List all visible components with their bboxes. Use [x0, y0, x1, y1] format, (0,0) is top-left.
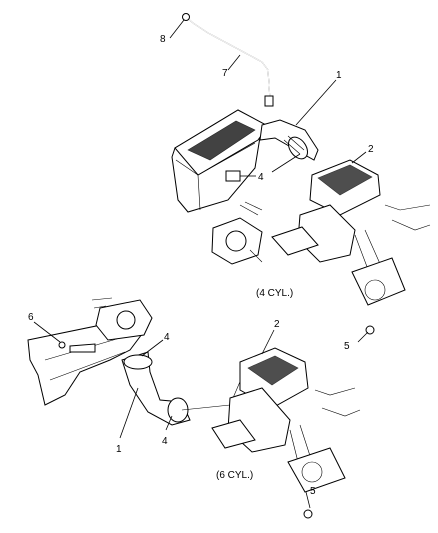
callout-labels: 8 7 1 2 4 5 6 2 4 1 4 5: [28, 34, 374, 497]
caption-6-cyl: (6 CYL.): [216, 470, 253, 481]
callout-1-bottom: 1: [116, 444, 122, 455]
fender-outline-top: [384, 204, 431, 231]
callout-4-bottom-a: 4: [164, 332, 170, 343]
callout-4-bottom-b: 4: [162, 436, 168, 447]
callout-7: 7: [222, 68, 228, 79]
callout-4-top: 4: [258, 172, 264, 183]
air-cleaner-housing-top: [171, 109, 269, 213]
callout-1-top: 1: [336, 70, 342, 81]
mounting-bracket-bottom: [287, 447, 346, 519]
callout-2-bottom: 2: [274, 319, 280, 330]
intake-hose-top: [259, 119, 319, 161]
intake-hose-bottom: [121, 351, 256, 426]
callout-5-top: 5: [344, 341, 350, 352]
throttle-body-bottom: [91, 297, 153, 341]
callout-2-top: 2: [368, 144, 374, 155]
manifold-fitting: [58, 341, 66, 349]
vent-hose: [182, 13, 274, 107]
leader-lines: [33, 19, 369, 509]
hose-fitting: [182, 13, 190, 21]
callout-6: 6: [28, 312, 34, 323]
resonator-box-bottom: [211, 347, 313, 471]
resonator-box-top: [271, 159, 386, 281]
throttle-body-top: [211, 201, 263, 265]
bolt-bottom: [303, 509, 313, 519]
caption-4-cyl: (4 CYL.): [256, 288, 293, 299]
callout-5-bottom: 5: [310, 486, 316, 497]
fender-outline-bottom: [314, 387, 361, 417]
mounting-bracket-top: [351, 257, 406, 335]
callout-8: 8: [160, 34, 166, 45]
